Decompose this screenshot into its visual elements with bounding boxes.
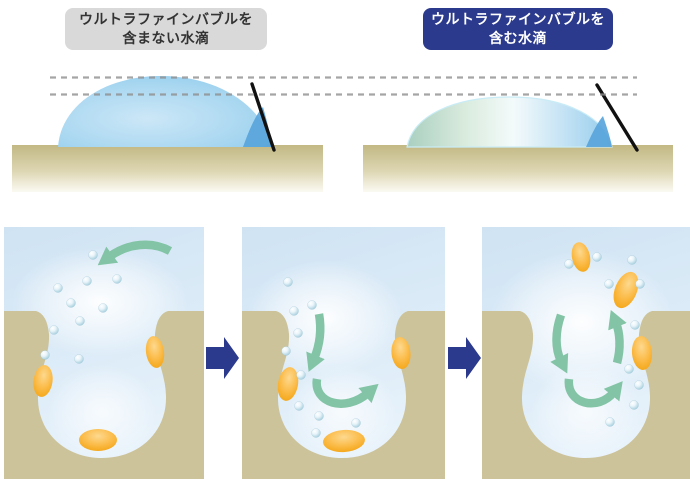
soil-with-pore bbox=[482, 311, 690, 479]
microbubble-icon bbox=[564, 259, 574, 269]
dirt-particle bbox=[323, 429, 365, 453]
flow-arrow-swirl-icon bbox=[564, 378, 623, 408]
flow-arrow-up-icon bbox=[608, 309, 627, 365]
dirt-particle bbox=[631, 336, 653, 370]
microbubble-icon bbox=[624, 364, 634, 374]
contact-angle-line bbox=[595, 83, 639, 152]
microbubble-icon bbox=[75, 316, 85, 326]
dirt-particle bbox=[145, 336, 165, 368]
microbubble-icon bbox=[49, 325, 59, 335]
microbubble-icon bbox=[634, 380, 644, 390]
flow-arrow-swirl-icon bbox=[312, 378, 379, 408]
microbubble-icon bbox=[592, 252, 602, 262]
droplet-scene-with-ufb bbox=[363, 83, 673, 192]
dirt-particle bbox=[33, 365, 53, 397]
dirt-particle-floating bbox=[613, 271, 639, 309]
label-without-ufb-line2: 含まない水滴 bbox=[122, 30, 210, 46]
microbubble-icon bbox=[283, 277, 293, 287]
microbubble-icon bbox=[40, 350, 50, 360]
flow-arrow-in-icon bbox=[97, 240, 173, 266]
microbubble-icon bbox=[630, 320, 640, 330]
microbubble-icon bbox=[351, 418, 361, 428]
solid-surface bbox=[12, 145, 323, 192]
water-droplet-flat bbox=[406, 96, 613, 148]
microbubble-icon bbox=[112, 274, 122, 284]
step-panel-3-dirt-removed bbox=[482, 227, 690, 479]
microbubble-icon bbox=[82, 276, 92, 286]
top-comparison bbox=[12, 76, 673, 192]
microbubble-icon bbox=[66, 298, 76, 308]
label-without-ufb: ウルトラファインバブルを 含まない水滴 bbox=[65, 8, 267, 50]
microbubble-icon bbox=[88, 250, 98, 260]
microbubble-icon bbox=[289, 306, 299, 316]
microbubble-icon bbox=[604, 279, 614, 289]
label-with-ufb: ウルトラファインバブルを 含む水滴 bbox=[423, 8, 613, 50]
soil-with-pore bbox=[4, 311, 204, 479]
microbubble-icon bbox=[314, 411, 324, 421]
microbubble-icon bbox=[307, 300, 317, 310]
pore-glow bbox=[531, 364, 641, 460]
step-panel-2-circulation-starts bbox=[242, 227, 445, 479]
soil-with-pore bbox=[242, 311, 445, 479]
step-arrow-icon bbox=[448, 337, 481, 379]
microbubble-icon bbox=[74, 354, 84, 364]
microbubble-icon bbox=[296, 370, 306, 380]
label-with-ufb-line1: ウルトラファインバブルを bbox=[431, 11, 605, 27]
label-without-ufb-line1: ウルトラファインバブルを bbox=[79, 11, 253, 27]
microbubble-icon bbox=[311, 428, 321, 438]
solid-surface bbox=[363, 145, 673, 192]
contact-angle-line bbox=[250, 82, 276, 152]
microbubble-icon bbox=[281, 346, 291, 356]
water-droplet-tall bbox=[58, 76, 271, 147]
microbubble-icon bbox=[53, 283, 63, 293]
dirt-particle-floating bbox=[571, 242, 591, 272]
dirt-particle bbox=[391, 337, 411, 369]
flow-arrow-down-icon bbox=[550, 313, 569, 374]
microbubble-icon bbox=[293, 328, 303, 338]
microbubble-icon bbox=[629, 400, 639, 410]
microbubble-icon bbox=[635, 279, 645, 289]
droplet-scene-without-ufb bbox=[12, 76, 323, 192]
microbubble-icon bbox=[605, 417, 615, 427]
contact-edge-shade bbox=[586, 116, 612, 147]
step-arrow-icon bbox=[206, 337, 239, 379]
microbubble-icon bbox=[294, 401, 304, 411]
microbubble-icon bbox=[98, 303, 108, 313]
label-with-ufb-line2: 含む水滴 bbox=[489, 30, 547, 46]
flow-arrow-down-icon bbox=[306, 313, 325, 372]
dirt-particle bbox=[79, 429, 117, 451]
pore-glow bbox=[47, 364, 157, 460]
dirt-particle bbox=[277, 367, 299, 401]
step-panel-1-bubbles-enter bbox=[4, 227, 204, 479]
microbubble-icon bbox=[627, 255, 637, 265]
